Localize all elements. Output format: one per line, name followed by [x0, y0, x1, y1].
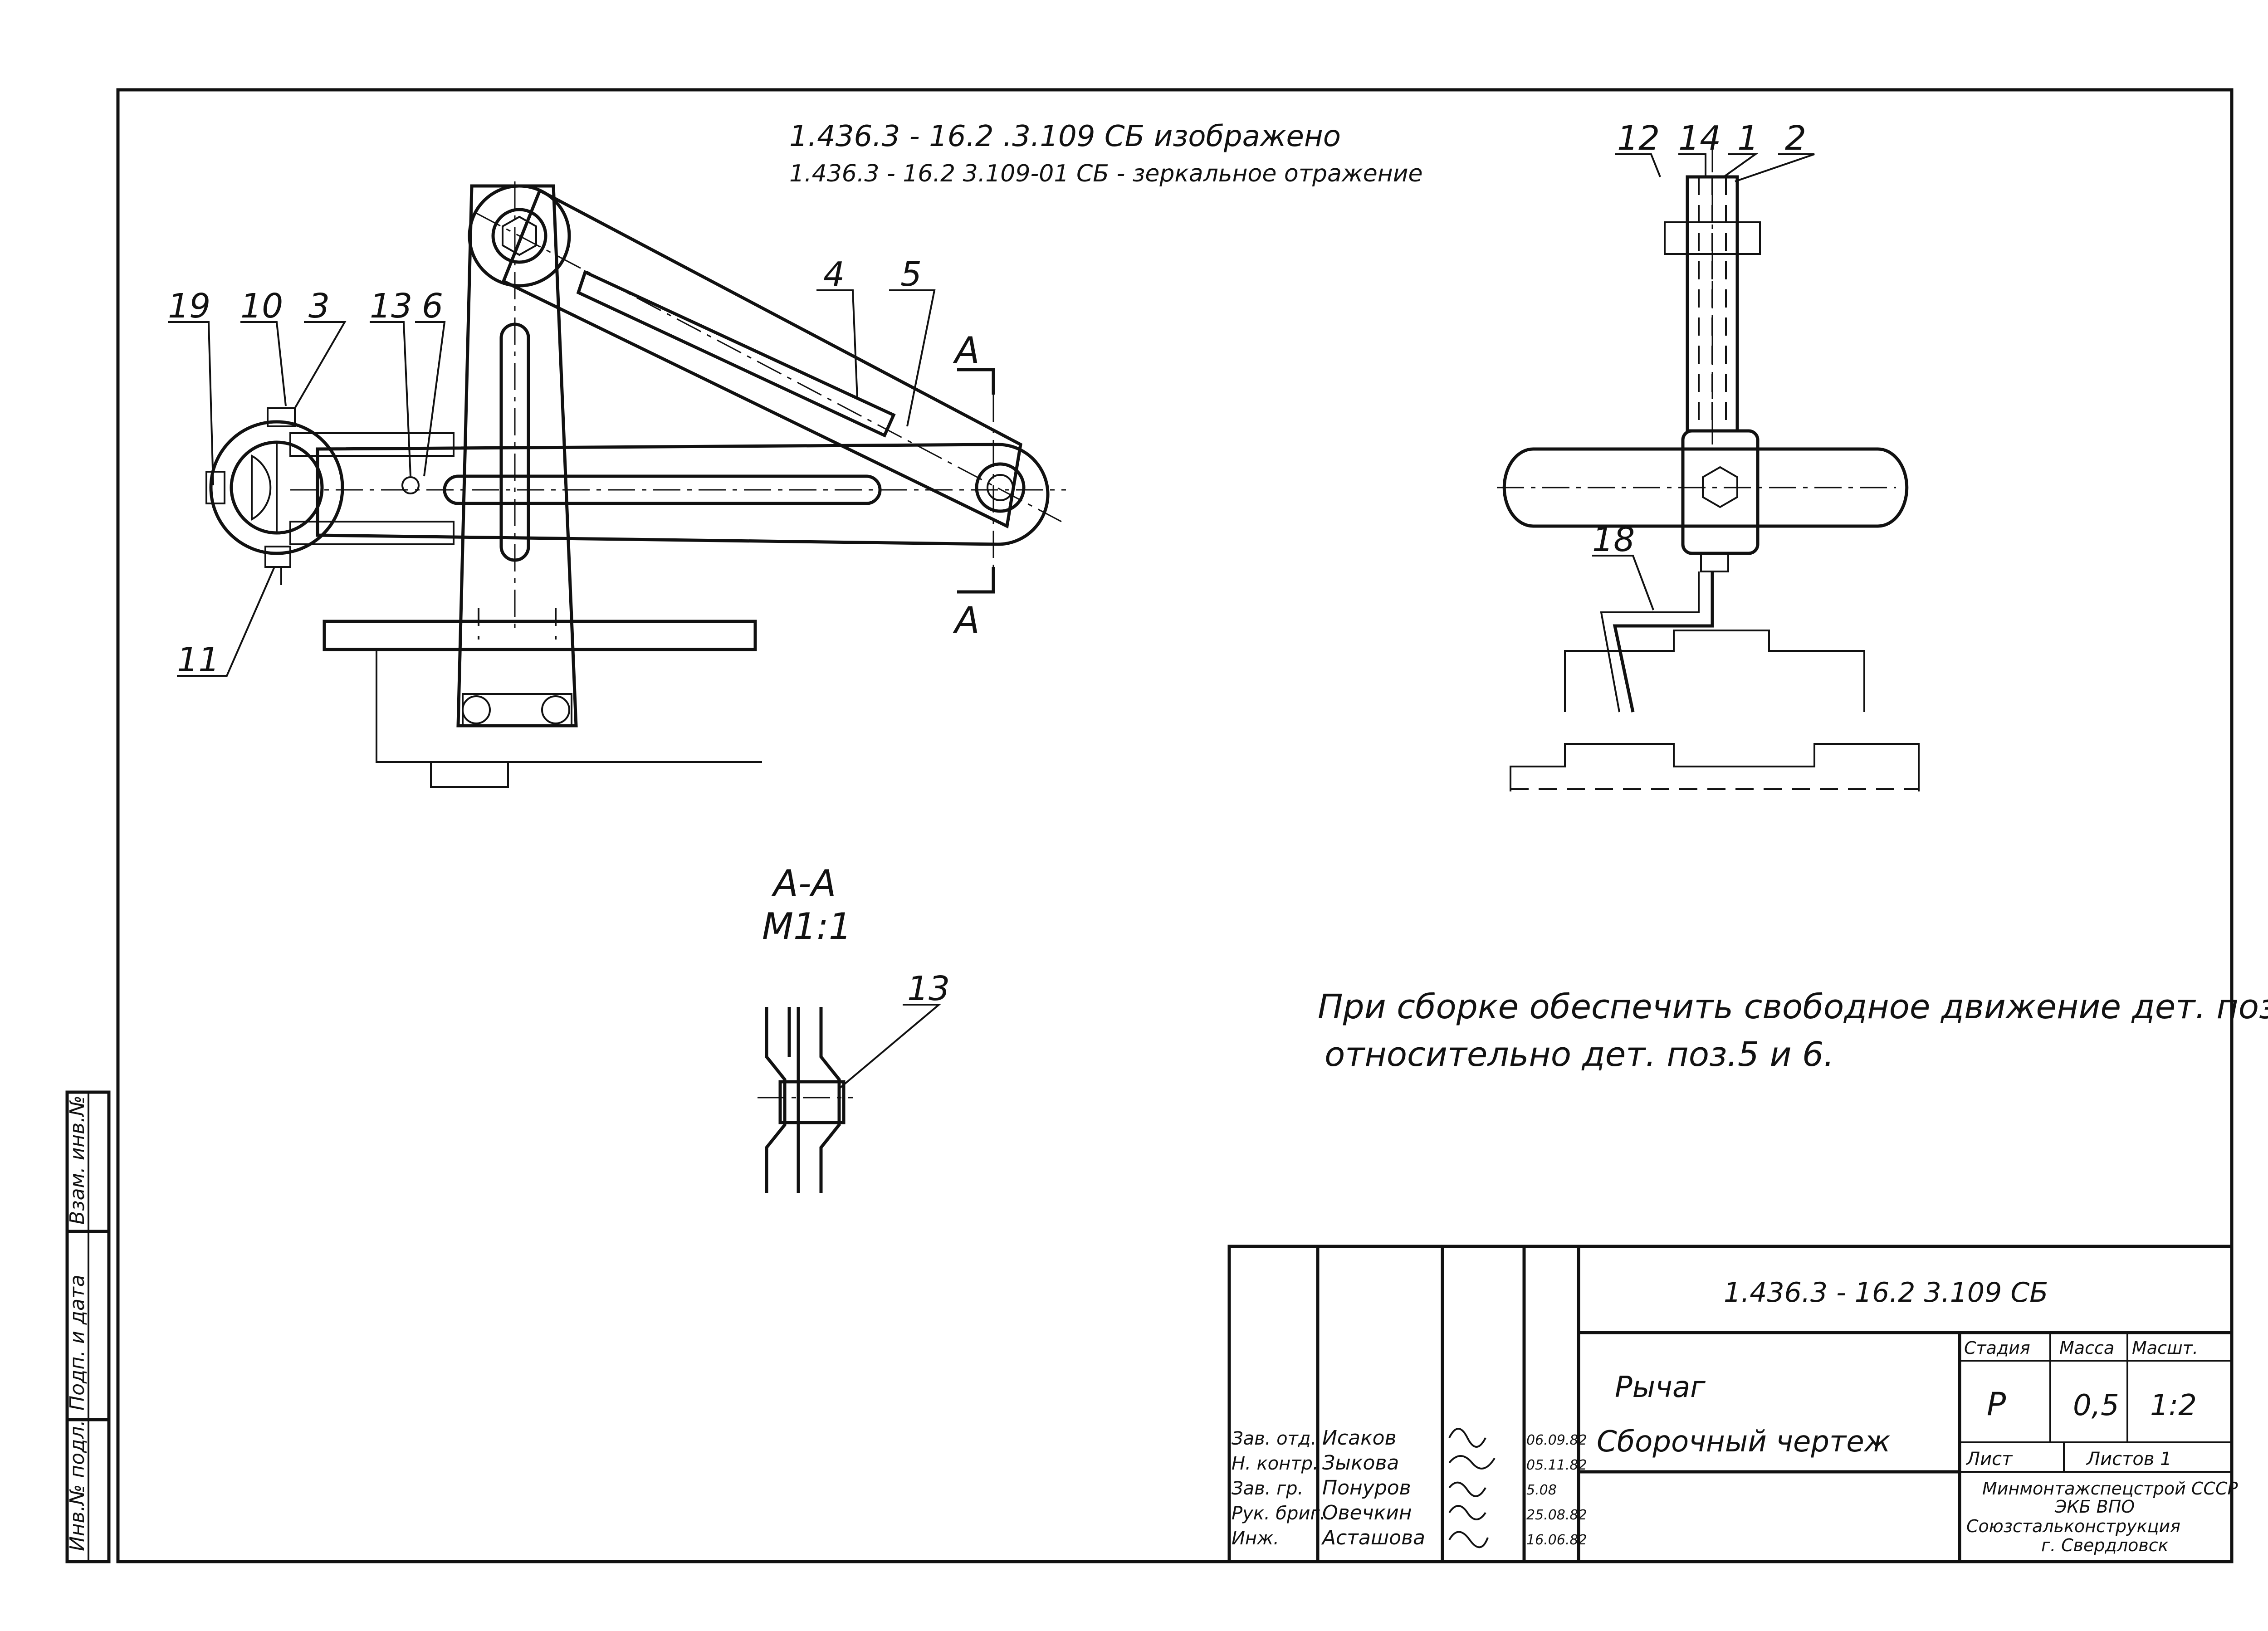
side-view: 12 14 1 2 18 — [1497, 119, 1920, 791]
role-1: Н. контр. — [1232, 1453, 1319, 1474]
stage-value: Р — [1987, 1386, 2006, 1423]
role-0: Зав. отд. — [1232, 1428, 1316, 1449]
section-scale: M1:1 — [762, 905, 852, 947]
note-line-2: относительно дет. поз.5 и 6. — [1325, 1035, 1834, 1074]
callout-3: 3 — [308, 287, 330, 326]
sheets-label: Листов 1 — [2086, 1449, 2172, 1470]
callout-6: 6 — [422, 287, 443, 326]
sheet-label: Лист — [1965, 1449, 2013, 1470]
section-a-a: A-A M1:1 13 — [758, 862, 950, 1193]
main-view: A A 19 10 3 13 6 4 5 11 — [168, 181, 1066, 788]
section-mark-top: A — [953, 329, 980, 371]
doc-code: 1.436.3 - 16.2 3.109 СБ — [1724, 1277, 2048, 1309]
signature-squiggles — [1448, 1428, 1496, 1548]
strip-label-inv-podl: Инв.№ подл. — [66, 1420, 89, 1551]
date-2: 5.08 — [1526, 1482, 1557, 1498]
drawing-type: Сборочный чертеж — [1597, 1425, 1891, 1459]
org-line-3: Союзстальконструкция — [1966, 1516, 2180, 1536]
stage-label: Стадия — [1964, 1338, 2030, 1358]
callout-19: 19 — [168, 287, 210, 326]
callout-1: 1 — [1737, 119, 1759, 158]
name-2: Понуров — [1322, 1476, 1411, 1499]
callout-2: 2 — [1785, 119, 1806, 158]
name-1: Зыкова — [1322, 1451, 1399, 1475]
name-0: Исаков — [1322, 1426, 1397, 1450]
callout-18: 18 — [1592, 520, 1635, 559]
scale-value: 1:2 — [2150, 1389, 2197, 1422]
date-1: 05.11.82 — [1526, 1457, 1587, 1473]
callout-11: 11 — [177, 640, 220, 679]
role-4: Инж. — [1232, 1528, 1279, 1549]
callout-13: 13 — [370, 287, 412, 326]
section-title: A-A — [771, 862, 836, 904]
section-callout-13: 13 — [907, 969, 950, 1008]
org-line-2: ЭКБ ВПО — [2054, 1497, 2135, 1517]
callout-12: 12 — [1617, 119, 1660, 158]
role-2: Зав. гр. — [1232, 1478, 1303, 1499]
strip-label-vzam: Взам. инв.№ — [66, 1095, 89, 1225]
date-0: 06.09.82 — [1526, 1432, 1587, 1448]
callout-10: 10 — [240, 287, 283, 326]
date-3: 25.08.82 — [1526, 1507, 1587, 1523]
role-3: Рук. бриг. — [1232, 1503, 1325, 1524]
org-line-1: Минмонтажспецстрой СССР — [1982, 1479, 2238, 1499]
sheet-frame — [116, 88, 2234, 1563]
name-4: Асташова — [1321, 1526, 1425, 1549]
note-line-1: При сборке обеспечить свободное движение… — [1318, 987, 2268, 1026]
left-strip: Инв.№ подл. Подп. и дата Взам. инв.№ — [65, 1090, 111, 1563]
title-block: 1.436.3 - 16.2 3.109 СБ Рычаг Сборочный … — [1227, 1245, 2238, 1563]
signature-table: Зав. отд. Н. контр. Зав. гр. Рук. бриг. … — [1232, 1426, 1587, 1549]
name-3: Овечкин — [1322, 1501, 1412, 1524]
header-line-1: 1.436.3 - 16.2 .3.109 СБ изображено — [789, 120, 1341, 153]
org-line-4: г. Свердловск — [2041, 1535, 2169, 1555]
section-mark-bottom: A — [953, 599, 980, 641]
mass-label: Масса — [2059, 1338, 2114, 1358]
part-name: Рычаг — [1615, 1371, 1706, 1404]
callout-5: 5 — [900, 255, 922, 294]
strip-label-podp: Подп. и дата — [66, 1275, 89, 1411]
date-4: 16.06.82 — [1526, 1532, 1587, 1548]
mass-value: 0,5 — [2073, 1389, 2119, 1422]
scale-label: Масшт. — [2132, 1338, 2198, 1358]
header-line-2: 1.436.3 - 16.2 3.109-01 СБ - зеркальное … — [789, 160, 1422, 187]
callout-14: 14 — [1678, 119, 1721, 158]
callout-4: 4 — [823, 255, 845, 294]
